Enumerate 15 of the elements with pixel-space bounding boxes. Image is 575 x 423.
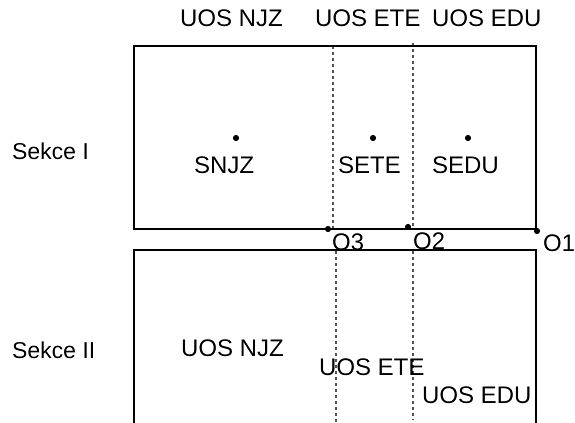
point-label: SNJZ — [194, 154, 254, 178]
point-label: SEDU — [432, 154, 499, 178]
point-label: SETE — [338, 154, 401, 178]
section-box — [133, 45, 537, 230]
zone-label: UOS ETE — [315, 7, 420, 31]
zone-label: UOS NJZ — [181, 337, 284, 361]
zone-label: UOS EDU — [432, 7, 542, 31]
zone-label: UOS NJZ — [180, 7, 283, 31]
point-label: O1 — [543, 232, 575, 256]
zone-label: UOS ETE — [319, 356, 424, 380]
section-label: Sekce I — [12, 140, 89, 163]
section-label: Sekce II — [12, 339, 96, 362]
point-label: O2 — [413, 230, 446, 254]
section-box — [133, 249, 537, 423]
zone-label: UOS EDU — [422, 384, 532, 408]
